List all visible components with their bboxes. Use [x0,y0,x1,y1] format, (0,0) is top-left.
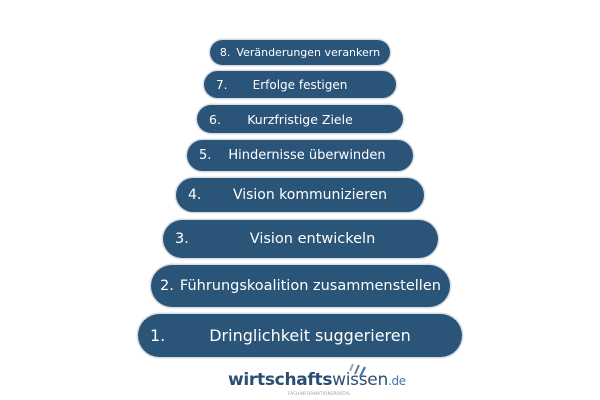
logo-text-1: wirtschafts [228,370,333,390]
step-label: Dringlichkeit suggerieren [209,326,411,345]
step-number: 4. [188,187,202,203]
step-number: 2. [160,278,174,294]
step-label: Kurzfristige Ziele [247,111,353,127]
step-8: 8. Veränderungen verankern [210,40,390,65]
step-label: Vision kommunizieren [232,187,388,203]
step-number: 5. [199,148,212,163]
step-2: 2. Führungskoalition zusammenstellen [151,265,450,307]
step-number: 3. [175,231,189,247]
logo-tagline: FACHINFORMATIONSPORTAL [288,391,351,396]
step-number: 7. [216,77,228,92]
wirtschaftswissen-logo: wirtschaftswissen.de FACHINFORMATIONSPOR… [228,362,406,398]
step-label: Vision entwickeln [249,231,376,247]
step-number: 8. [219,46,231,59]
step-label: Hindernisse überwinden [228,148,386,163]
step-7: 7. Erfolge festigen [204,71,396,98]
step-number: 1. [150,326,166,345]
logo-text-2: wissen [332,370,388,390]
step-label: Erfolge festigen [252,77,348,92]
step-1: 1. Dringlichkeit suggerieren [138,314,462,357]
step-5: 5. Hindernisse überwinden [187,140,413,171]
step-label: Veränderungen verankern [236,46,381,59]
step-3: 3. Vision entwickeln [163,220,438,258]
step-label: Führungskoalition zusammenstellen [179,278,441,294]
step-number: 6. [209,111,221,127]
logo-text-3: .de [387,374,406,388]
step-4: 4. Vision kommunizieren [176,178,424,212]
logo-bars-icon [349,363,366,378]
step-6: 6. Kurzfristige Ziele [197,105,403,133]
